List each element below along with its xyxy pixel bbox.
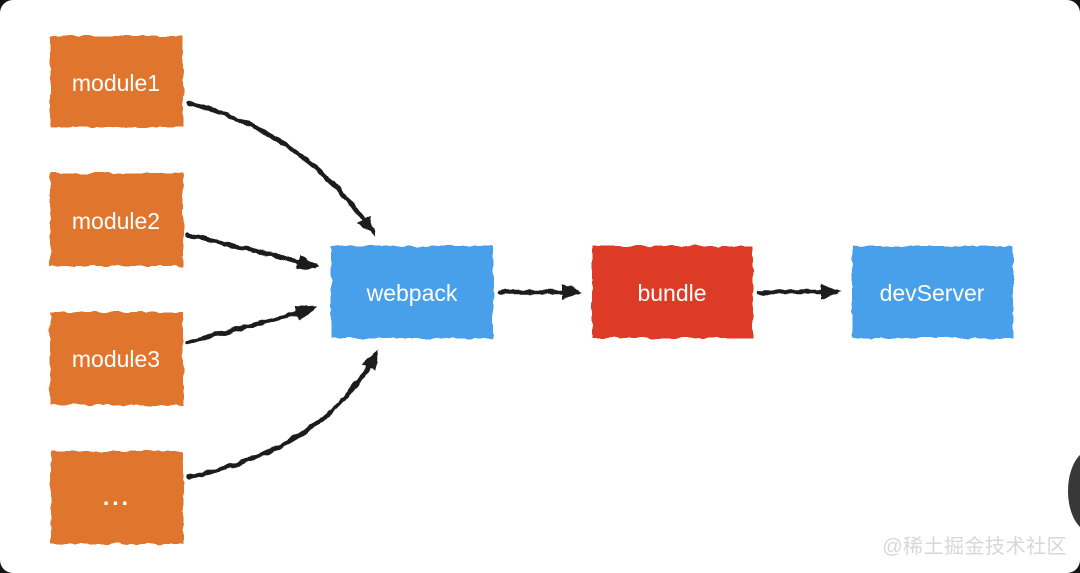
node-module2-label: module2	[72, 208, 160, 234]
node-module3-label: module3	[72, 346, 160, 372]
arrow-module1-to-webpack	[186, 100, 375, 237]
arrow-module3-to-webpack	[184, 306, 317, 345]
node-webpack	[331, 246, 493, 338]
node-module3	[50, 312, 183, 405]
watermark: @稀土掘金技术社区	[882, 536, 1067, 558]
node-devserver-label: devServer	[880, 280, 985, 306]
node-modules-more	[51, 451, 183, 544]
node-modules-more-label: ...	[103, 484, 131, 510]
edge-shadow-artifact	[1068, 450, 1080, 532]
node-module2	[50, 173, 183, 266]
node-devserver	[852, 246, 1013, 338]
node-module1	[50, 36, 183, 127]
node-bundle	[592, 246, 753, 338]
arrow-module2-to-webpack	[184, 232, 319, 270]
node-webpack-label: webpack	[366, 280, 458, 306]
node-bundle-label: bundle	[637, 280, 706, 306]
node-module1-label: module1	[72, 70, 160, 96]
arrow-modules-more-to-webpack	[185, 348, 379, 480]
